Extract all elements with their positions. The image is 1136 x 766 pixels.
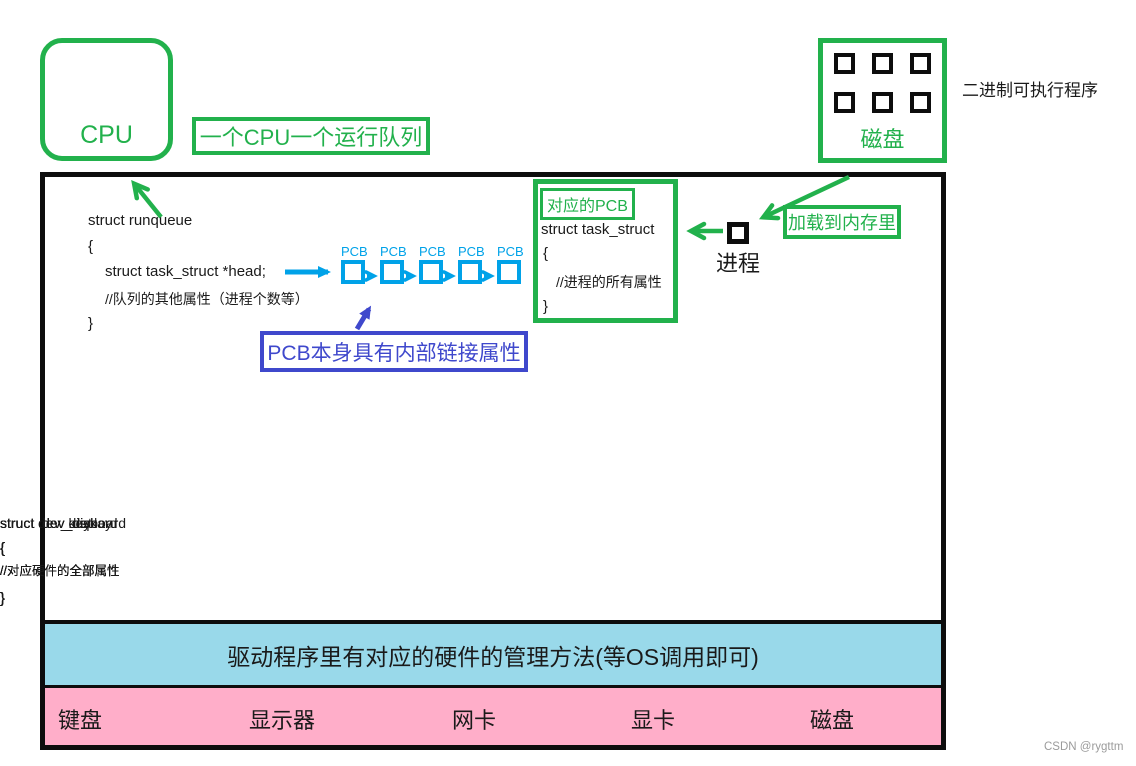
- program-square: [834, 92, 855, 113]
- load-to-memory-note: 加载到内存里: [783, 205, 901, 239]
- runqueue-struct-name: struct runqueue: [88, 212, 193, 229]
- process-label: 进程: [716, 251, 761, 276]
- pcb-node-label: PCB: [380, 244, 407, 259]
- memory-box: [40, 172, 946, 750]
- pcb-node-square: [458, 260, 482, 284]
- device-close-brace: }: [0, 590, 6, 607]
- pcb-node: PCB: [497, 244, 524, 284]
- runqueue-comment: //队列的其他属性（进程个数等）: [105, 291, 309, 307]
- csdn-watermark: CSDN @rygttm: [1044, 741, 1124, 753]
- hardware-label-gpu: 显卡: [631, 708, 676, 733]
- pcb-node-square: [341, 260, 365, 284]
- runqueue-open-brace: {: [88, 238, 94, 255]
- pcb-node-label: PCB: [419, 244, 446, 259]
- driver-layer-bar: 驱动程序里有对应的硬件的管理方法(等OS调用即可): [45, 620, 941, 688]
- device-close-brace: }: [0, 590, 6, 607]
- program-square: [872, 53, 893, 74]
- task-struct-close-brace: }: [543, 298, 549, 315]
- device-comment: //对应硬件的全部属性: [0, 564, 120, 578]
- program-square: [910, 92, 931, 113]
- pcb-node-label: PCB: [341, 244, 368, 259]
- device-struct-name: struct dev_net: [0, 515, 92, 531]
- hardware-layer-bar: 键盘 显示器 网卡 显卡 磁盘: [45, 688, 941, 745]
- one-cpu-one-queue-note: 一个CPU一个运行队列: [192, 117, 430, 155]
- program-square: [910, 53, 931, 74]
- pcb-internal-link-note: PCB本身具有内部链接属性: [260, 331, 528, 372]
- device-struct-name: struct dev_disk: [0, 515, 98, 531]
- device-open-brace: {: [0, 540, 6, 557]
- pcb-node: PCB: [458, 244, 485, 284]
- device-struct-name: struct dev_discard: [0, 515, 118, 531]
- device-open-brace: {: [0, 540, 6, 557]
- disk-box: 磁盘: [818, 38, 947, 163]
- device-struct-name: struct dev_keyboard: [0, 515, 127, 531]
- device-close-brace: }: [0, 590, 6, 607]
- hardware-label-keyboard: 键盘: [58, 708, 103, 733]
- runqueue-close-brace: }: [88, 315, 94, 332]
- pcb-detail-box: 对应的PCB struct task_struct { //进程的所有属性 }: [533, 179, 678, 323]
- device-struct-discard: struct dev_discard { //对应硬件的全部属性 }: [0, 514, 119, 607]
- device-comment: //对应硬件的全部属性: [0, 564, 120, 578]
- pcb-node-square: [380, 260, 404, 284]
- device-comment: //对应硬件的全部属性: [0, 564, 120, 578]
- pcb-linked-list: PCB PCB PCB PCB PCB: [341, 244, 524, 284]
- pcb-node-label: PCB: [497, 244, 524, 259]
- device-open-brace: {: [0, 540, 6, 557]
- task-struct-name: struct task_struct: [541, 221, 655, 238]
- device-struct-net: struct dev_net { //对应硬件的全部属性 }: [0, 514, 119, 607]
- device-comment: //对应硬件的全部属性: [0, 564, 120, 578]
- device-comment: //对应硬件的全部属性: [0, 564, 120, 578]
- task-struct-comment: //进程的所有属性: [556, 274, 662, 290]
- task-struct-open-brace: {: [543, 245, 549, 262]
- device-struct-disk: struct dev_disk { //对应硬件的全部属性 }: [0, 514, 119, 607]
- process-square: [727, 222, 749, 244]
- pcb-node: PCB: [341, 244, 368, 284]
- pcb-detail-title: 对应的PCB: [540, 188, 635, 220]
- disk-program-squares: [834, 53, 933, 113]
- device-open-brace: {: [0, 540, 6, 557]
- pcb-node: PCB: [380, 244, 407, 284]
- binary-executable-note: 二进制可执行程序: [962, 81, 1098, 100]
- program-square: [834, 53, 855, 74]
- pcb-node: PCB: [419, 244, 446, 284]
- device-struct-display: struct dev_display { //对应硬件的全部属性 }: [0, 514, 119, 607]
- device-open-brace: {: [0, 540, 6, 557]
- hardware-label-display: 显示器: [249, 708, 316, 733]
- device-close-brace: }: [0, 590, 6, 607]
- program-square: [872, 92, 893, 113]
- hardware-label-net: 网卡: [452, 708, 497, 733]
- disk-label: 磁盘: [860, 127, 905, 152]
- device-struct-name: struct dev_display: [0, 515, 113, 531]
- cpu-label: CPU: [80, 121, 133, 149]
- pcb-node-square: [497, 260, 521, 284]
- device-close-brace: }: [0, 590, 6, 607]
- runqueue-head-member: struct task_struct *head;: [105, 263, 266, 280]
- device-struct-keyboard: struct dev_keyboard { //对应硬件的全部属性 }: [0, 514, 126, 607]
- hardware-label-disk: 磁盘: [810, 708, 855, 733]
- cpu-box: CPU: [40, 38, 173, 161]
- pcb-node-label: PCB: [458, 244, 485, 259]
- pcb-node-square: [419, 260, 443, 284]
